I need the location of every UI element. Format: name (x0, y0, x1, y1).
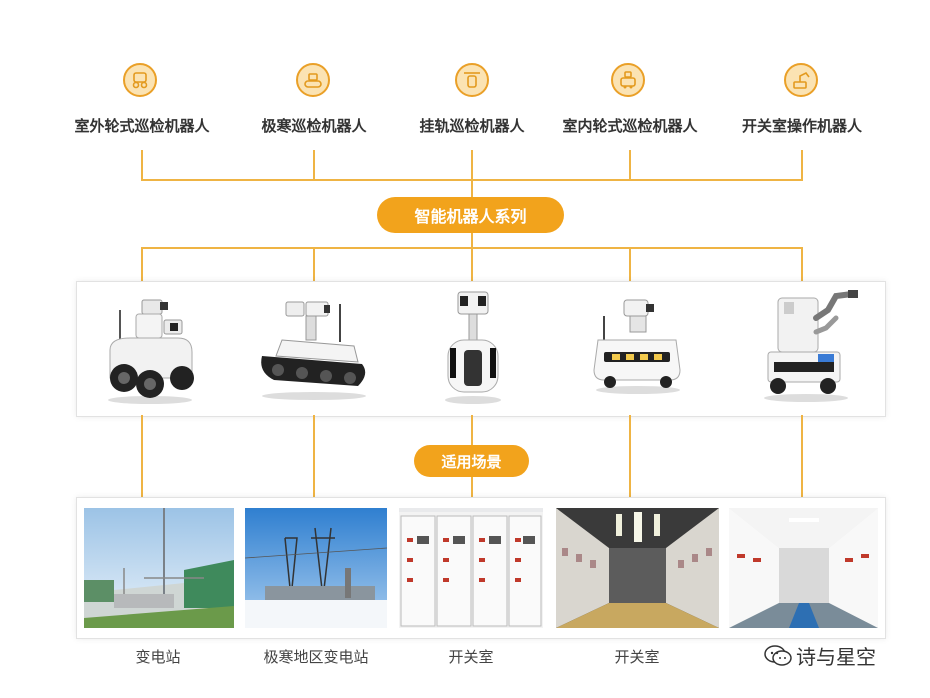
watermark-text: 诗与星空 (796, 645, 876, 669)
connector-line (471, 247, 473, 281)
connector-line (141, 415, 143, 497)
rail-robot-image (445, 291, 501, 404)
connector-line (471, 150, 473, 180)
rail-robot-icon (455, 63, 489, 97)
connector-line (801, 247, 803, 281)
connector-line (471, 477, 473, 497)
watermark: 诗与星空 (764, 641, 876, 670)
switchroom-photo-2 (556, 508, 719, 628)
category-label-switchroom: 开关室操作机器人 (741, 117, 863, 135)
connector-line (313, 247, 315, 281)
connector-line (471, 180, 473, 198)
wheeled-robot-icon (123, 63, 157, 97)
connector-line (629, 247, 631, 281)
category-label-cold: 极寒巡检机器人 (261, 117, 367, 135)
scenes-title: 适用场景 (414, 445, 529, 477)
category-label-outdoor: 室外轮式巡检机器人 (74, 117, 210, 135)
robot-series-title: 智能机器人系列 (377, 197, 564, 233)
indoor-wheeled-robot-image (593, 299, 681, 394)
connector-line (313, 150, 315, 180)
cold-substation-photo (245, 508, 387, 628)
connector-line (141, 150, 143, 180)
substation-photo (84, 508, 234, 628)
connector-line (801, 415, 803, 497)
connector-line (471, 415, 473, 445)
connector-line (141, 247, 143, 281)
connector-line (313, 415, 315, 497)
tracked-robot-icon (296, 63, 330, 97)
scene-label-switchroom-2: 开关室 (614, 648, 660, 666)
scene-label-cold-substation: 极寒地区变电站 (263, 648, 369, 666)
connector-line (629, 150, 631, 180)
wechat-icon (764, 644, 792, 666)
scene-label-substation: 变电站 (135, 648, 181, 666)
category-label-rail: 挂轨巡检机器人 (419, 117, 525, 135)
arm-robot-icon (784, 63, 818, 97)
connector-line (801, 150, 803, 180)
outdoor-wheeled-robot-image (108, 299, 194, 404)
switchroom-photo-3 (729, 508, 878, 628)
connector-line (629, 415, 631, 497)
switchroom-photo-1 (399, 508, 543, 628)
tracked-robot-image (261, 301, 366, 400)
scene-label-switchroom-1: 开关室 (448, 648, 494, 666)
category-label-indoor: 室内轮式巡检机器人 (562, 117, 698, 135)
indoor-robot-icon (611, 63, 645, 97)
connector-line (471, 233, 473, 248)
switchroom-arm-robot-image (764, 290, 858, 402)
